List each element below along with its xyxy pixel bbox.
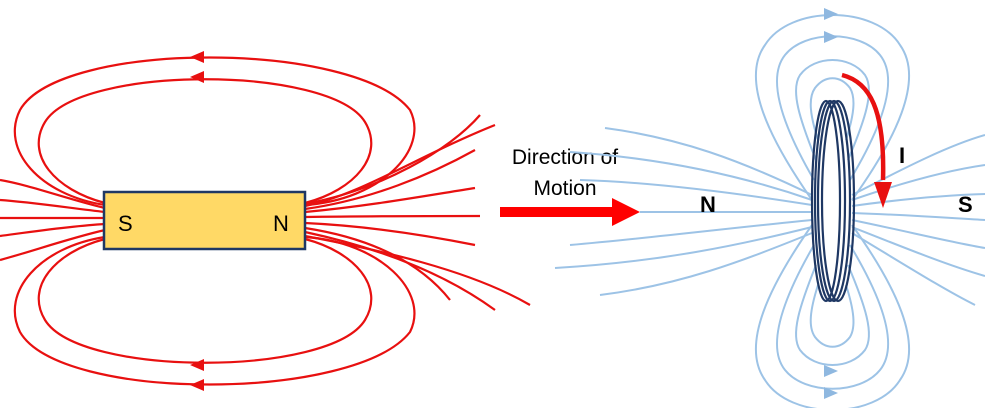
- magnet-field-loop-top-outer: [13, 56, 416, 207]
- magnet-field-loop-bottom-outer: [13, 235, 416, 386]
- arrow-right-icon: [824, 31, 838, 43]
- magnet-field-loop-bottom-inner: [37, 237, 373, 364]
- coil-field-loop-top: [809, 77, 855, 141]
- magnet-field-fan-right: [304, 149, 476, 211]
- magnet-field-fan-right: [304, 221, 476, 247]
- arrow-right-icon: [824, 8, 838, 20]
- magnet-south-label: S: [118, 211, 133, 236]
- current-arrow-icon: [841, 72, 886, 181]
- magnet-field-lines: [0, 56, 531, 386]
- current-arrowhead-icon: [874, 182, 892, 208]
- bar-magnet: [102, 190, 307, 251]
- coil-field-fan-right: [851, 134, 985, 196]
- coil-field-fan-left: [599, 232, 813, 296]
- motion-label-line2: Motion: [533, 177, 596, 200]
- motion-arrow-icon: [500, 198, 640, 226]
- magnet-field-fan-right: [304, 186, 476, 214]
- coil-field-loop-bottom: [776, 244, 889, 390]
- magnet-field-fan-left: [0, 222, 106, 238]
- wire-coil: [810, 99, 856, 303]
- coil-field-fan-right: [851, 193, 985, 207]
- coil-field-loop-bottom: [795, 264, 870, 366]
- coil-winding: [820, 99, 856, 303]
- coil-field-loop-bottom: [755, 224, 910, 408]
- coil-field-arrows: [824, 8, 838, 399]
- coil-field-fan-right: [851, 219, 985, 249]
- magnet-field-fan-right: [304, 114, 481, 206]
- magnet-field-fan-right: [304, 214, 481, 219]
- arrow-left-icon: [190, 71, 204, 83]
- magnet-field-fan-right: [304, 123, 496, 208]
- coil-field-loop-bottom: [809, 284, 855, 348]
- arrow-left-icon: [190, 359, 204, 371]
- magnet-field-loop-top-inner: [37, 78, 373, 205]
- coil-winding: [813, 99, 847, 303]
- coil-field-lines: [554, 14, 985, 408]
- coil-field-fan-left: [569, 151, 813, 201]
- coil-field-fan-left: [569, 219, 813, 246]
- current-label: I: [899, 143, 905, 168]
- coil-field-fan-left: [579, 179, 813, 206]
- magnet-field-arrows: [190, 51, 204, 391]
- magnet-field-fan-left: [0, 228, 106, 262]
- arrow-right-icon: [824, 387, 838, 399]
- coil-south-label: S: [958, 192, 973, 217]
- coil-winding: [816, 99, 852, 303]
- magnet-field-fan-right: [304, 230, 496, 311]
- coil-winding: [810, 99, 842, 303]
- arrow-left-icon: [190, 379, 204, 391]
- motion-label-line1: Direction of: [512, 146, 618, 169]
- magnet-field-fan-right: [304, 234, 531, 306]
- coil-field-loop-top: [795, 59, 870, 161]
- magnet-field-fan-left: [0, 198, 106, 214]
- coil-north-label: N: [700, 192, 716, 217]
- coil-field-fan-right: [851, 212, 985, 221]
- arrow-left-icon: [190, 51, 204, 63]
- magnet-north-label: N: [273, 211, 289, 236]
- magnet-field-fan-left: [0, 178, 106, 210]
- coil-field-loop-top: [776, 35, 889, 181]
- coil-field-fan-left: [554, 226, 813, 269]
- coil-field-fan-left: [604, 127, 813, 196]
- coil-field-fan-right: [851, 232, 976, 306]
- coil-field-fan-right: [851, 164, 985, 201]
- coil-field-fan-right: [851, 226, 985, 277]
- arrow-right-icon: [824, 365, 838, 377]
